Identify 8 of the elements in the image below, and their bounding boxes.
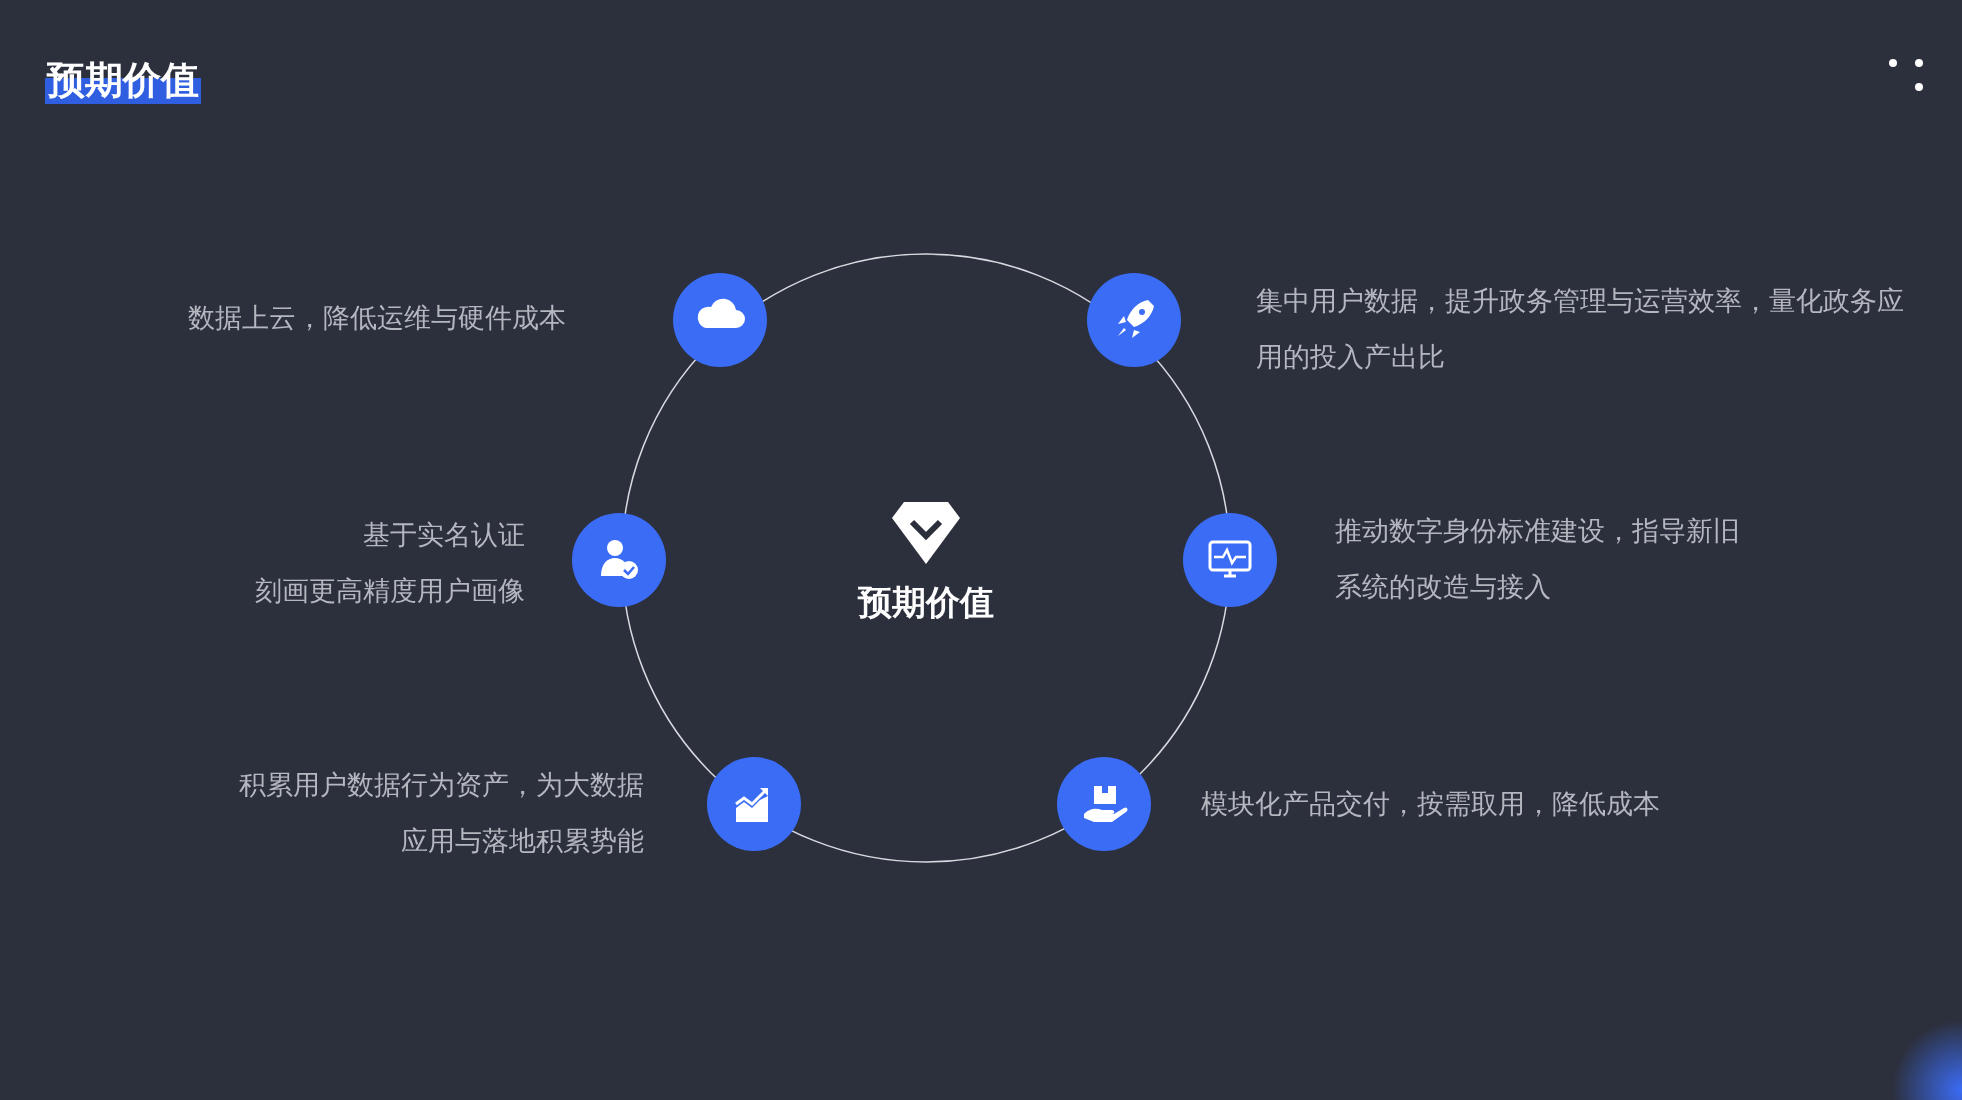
- description-text: 推动数字身份标准建设，指导新旧系统的改造与接入: [1335, 514, 1741, 604]
- center-label: 预期价值: [856, 581, 995, 624]
- description-text: 集中用户数据，提升政务管理与运营效率，量化政务应用的投入产出比: [1256, 284, 1905, 374]
- description-text: 基于实名认证: [363, 518, 525, 552]
- description-text: 积累用户数据行为资产，为大数据应用与落地积累势能: [238, 768, 644, 858]
- description-text: 刻画更高精度用户画像: [255, 574, 525, 608]
- description-text: 数据上云，降低运维与硬件成本: [188, 301, 566, 335]
- description-text: 模块化产品交付，按需取用，降低成本: [1201, 787, 1660, 821]
